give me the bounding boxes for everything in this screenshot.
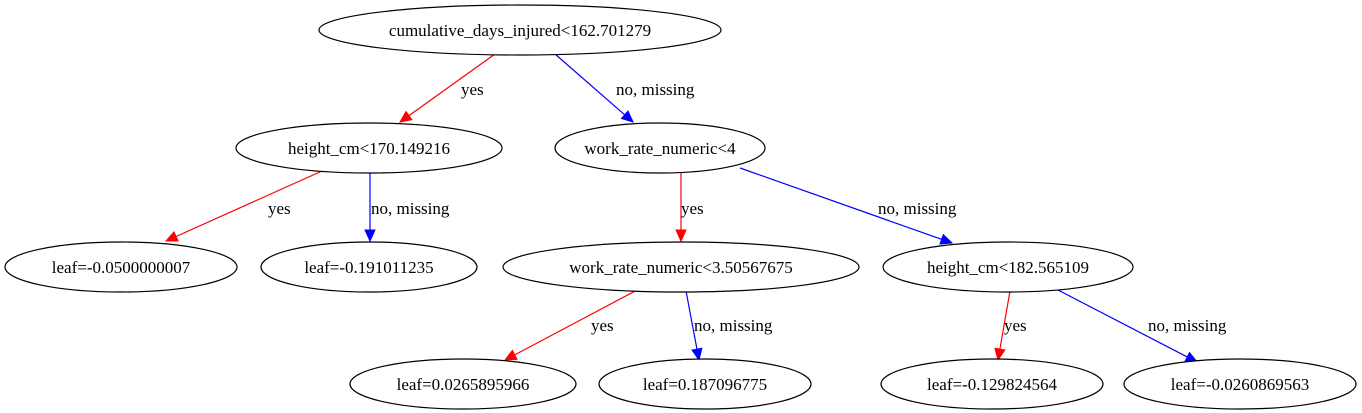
node-ellipse bbox=[1123, 358, 1357, 410]
node-label: leaf=-0.129824564 bbox=[927, 375, 1057, 394]
edge-line bbox=[554, 53, 626, 116]
leaf-node-n7: leaf=0.0265895966 bbox=[349, 358, 577, 410]
edge-line bbox=[739, 167, 942, 240]
arrowhead-icon bbox=[939, 233, 954, 245]
node-ellipse bbox=[882, 241, 1134, 293]
node-ellipse bbox=[318, 4, 722, 56]
node-label: leaf=-0.0500000007 bbox=[52, 258, 191, 277]
edge-yes-n6-n9: yes bbox=[994, 290, 1027, 362]
edge-label: yes bbox=[1004, 316, 1027, 335]
node-label: work_rate_numeric<4 bbox=[584, 139, 736, 158]
node-ellipse bbox=[349, 358, 577, 410]
edge-line bbox=[1057, 289, 1188, 358]
edge-line bbox=[685, 290, 698, 350]
split-node-n5: work_rate_numeric<3.50567675 bbox=[502, 241, 860, 293]
leaf-node-n3: leaf=-0.0500000007 bbox=[4, 241, 238, 293]
leaf-node-n9: leaf=-0.129824564 bbox=[880, 358, 1104, 410]
edge-yes-n0-n1: yes bbox=[399, 53, 496, 123]
node-ellipse bbox=[502, 241, 860, 293]
edge-no-n5-n8: no, missing bbox=[685, 290, 773, 362]
node-label: leaf=-0.191011235 bbox=[304, 258, 433, 277]
edge-label: no, missing bbox=[616, 80, 695, 99]
node-label: height_cm<182.565109 bbox=[927, 258, 1089, 277]
edge-label: no, missing bbox=[878, 199, 957, 218]
split-node-n1: height_cm<170.149216 bbox=[235, 122, 503, 174]
edge-line bbox=[408, 53, 496, 117]
edge-yes-n1-n3: yes bbox=[164, 170, 323, 242]
edge-yes-n2-n5: yes bbox=[675, 172, 704, 243]
node-ellipse bbox=[4, 241, 238, 293]
edge-yes-n5-n7: yes bbox=[503, 289, 638, 361]
split-node-n2: work_rate_numeric<4 bbox=[554, 122, 766, 174]
node-label: work_rate_numeric<3.50567675 bbox=[569, 258, 792, 277]
leaf-node-n10: leaf=-0.0260869563 bbox=[1123, 358, 1357, 410]
node-ellipse bbox=[554, 122, 766, 174]
arrowhead-icon bbox=[691, 347, 703, 362]
arrowhead-icon bbox=[675, 229, 687, 243]
arrowhead-icon bbox=[620, 110, 634, 123]
node-label: cumulative_days_injured<162.701279 bbox=[389, 21, 651, 40]
edge-label: yes bbox=[268, 199, 291, 218]
node-label: leaf=0.0265895966 bbox=[397, 375, 530, 394]
edge-label: yes bbox=[591, 316, 614, 335]
arrowhead-icon bbox=[399, 110, 413, 123]
arrowhead-icon bbox=[994, 347, 1006, 362]
edge-no-n0-n2: no, missing bbox=[554, 53, 695, 123]
node-label: leaf=-0.0260869563 bbox=[1171, 375, 1309, 394]
edge-line bbox=[175, 170, 323, 238]
arrowhead-icon bbox=[503, 349, 518, 361]
edge-no-n2-n6: no, missing bbox=[739, 167, 957, 245]
node-ellipse bbox=[260, 241, 478, 293]
edge-no-n6-n10: no, missing bbox=[1057, 289, 1227, 363]
edge-label: no, missing bbox=[371, 199, 450, 218]
nodes-layer: cumulative_days_injured<162.701279height… bbox=[4, 4, 1357, 410]
split-node-n6: height_cm<182.565109 bbox=[882, 241, 1134, 293]
edge-line bbox=[514, 289, 638, 356]
node-ellipse bbox=[598, 358, 812, 410]
edge-line bbox=[999, 290, 1011, 350]
node-ellipse bbox=[235, 122, 503, 174]
edge-label: no, missing bbox=[694, 316, 773, 335]
edge-label: yes bbox=[461, 80, 484, 99]
node-label: height_cm<170.149216 bbox=[288, 139, 450, 158]
node-label: leaf=0.187096775 bbox=[643, 375, 767, 394]
split-node-n0: cumulative_days_injured<162.701279 bbox=[318, 4, 722, 56]
node-ellipse bbox=[880, 358, 1104, 410]
leaf-node-n4: leaf=-0.191011235 bbox=[260, 241, 478, 293]
edge-label: yes bbox=[681, 199, 704, 218]
edge-no-n1-n4: no, missing bbox=[364, 172, 450, 243]
arrowhead-icon bbox=[364, 229, 376, 243]
leaf-node-n8: leaf=0.187096775 bbox=[598, 358, 812, 410]
edge-label: no, missing bbox=[1148, 316, 1227, 335]
arrowhead-icon bbox=[164, 231, 179, 242]
edges-layer: yes no, missing yes no, missing yes no, missi… bbox=[164, 53, 1227, 363]
